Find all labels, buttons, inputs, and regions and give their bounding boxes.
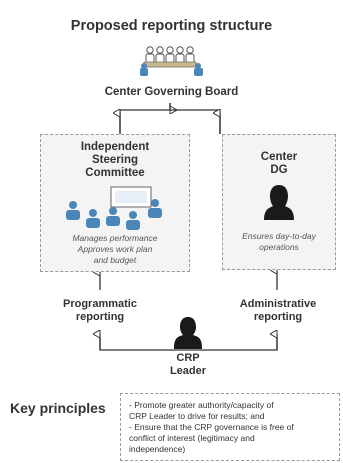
principle-1-line2: CRP Leader to drive for results; and [129,411,265,421]
dg-title-line1: Center [260,151,298,163]
leader-line1: CRP [176,352,200,364]
dg-desc-line1: Ensures day-to-day [242,231,316,241]
key-principles-box: - Promote greater authority/capacity of … [120,393,340,461]
dg-silhouette-icon [264,185,294,220]
board-meeting-icon [140,46,203,76]
dg-title-line2: DG [270,164,288,176]
steering-title-line2: Steering [91,154,138,166]
crp-leader-label: CRP Leader [150,352,226,378]
principle-1-line1: - Promote greater authority/capacity of [129,400,274,410]
key-principles-heading: Key principles [10,400,106,416]
steering-title-line1: Independent [80,141,150,153]
center-dg-box: Center DG Ensures day-to-day operations [222,134,336,270]
administrative-reporting-label: Administrative reporting [222,298,334,324]
principle-2-line2: conflict of interest (legitimacy and [129,433,255,443]
programmatic-reporting-label: Programmatic reporting [40,298,160,324]
steering-desc-line3: and budget [93,255,137,265]
steering-title-line3: Committee [85,167,145,179]
diagram-title: Proposed reporting structure [70,18,273,34]
principle-2-line1: - Ensure that the CRP governance is free… [129,422,294,432]
board-label: Center Governing Board [104,86,239,98]
administrative-line2: reporting [253,311,303,323]
steering-desc-line2: Approves work plan [77,244,153,254]
leader-line2: Leader [169,365,207,377]
programmatic-line2: reporting [75,311,125,323]
steering-committee-box: Independent Steering Committee Manages p… [40,134,190,272]
administrative-line1: Administrative [239,298,317,310]
team-meeting-icon [66,186,162,230]
principle-2-line3: independence) [129,444,186,454]
programmatic-line1: Programmatic [63,298,137,310]
steering-desc-line1: Manages performance [72,233,158,243]
dg-desc-line2: operations [259,242,299,252]
leader-silhouette-icon [174,317,202,349]
